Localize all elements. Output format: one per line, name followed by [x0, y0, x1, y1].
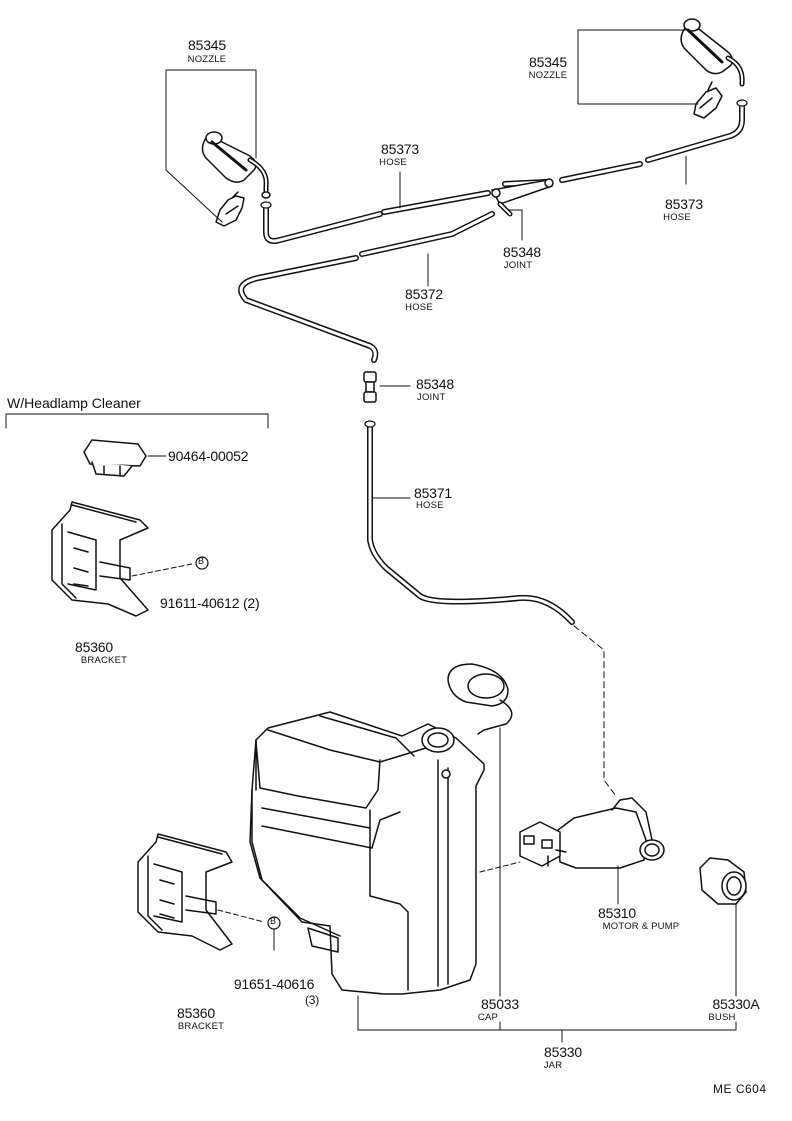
nozzle-left-name: NOZZLE [187, 54, 227, 65]
bracket-lower-part-number: 85360 [177, 1005, 215, 1021]
bolt-upper-part-number: 91611-40612 (2) [160, 595, 260, 611]
joint-lower-drawing [363, 371, 377, 403]
hose-85371-drawing [367, 422, 575, 625]
jar-part-number: 85330 [544, 1044, 582, 1060]
hose-85372-name: HOSE [405, 302, 433, 313]
bracket-upper-name: BRACKET [80, 655, 128, 666]
bracket-upper-drawing [51, 501, 149, 617]
jar-drawing [249, 711, 485, 995]
hose-85371-part-number: 85371 [414, 485, 452, 501]
nozzle-right-part-number: 85345 [529, 54, 567, 70]
hose-85373-left-name: HOSE [379, 157, 407, 168]
bracket-upper-part-number: 85360 [75, 639, 113, 655]
diagram-code: ME C604 [713, 1082, 767, 1096]
bush-name: BUSH [708, 1012, 736, 1023]
hose-85373-right-part-number: 85373 [665, 196, 703, 212]
motor-pump-drawing [519, 797, 665, 869]
bolt-marker-lower: B [270, 916, 277, 926]
hose-85372-part-number: 85372 [405, 286, 443, 302]
joint-lower-name: JOINT [417, 392, 446, 403]
leader-nozzle-right [577, 29, 699, 105]
hose-85373-right-name: HOSE [663, 212, 691, 223]
motor-pump-name: MOTOR & PUMP [602, 921, 680, 932]
bolt-lower-quantity: (3) [304, 993, 320, 1007]
nozzle-right-name: NOZZLE [528, 70, 568, 81]
hose-85372-drawing [238, 211, 495, 363]
bolt-marker-upper: B [198, 556, 205, 566]
section-label: W/Headlamp Cleaner [7, 395, 141, 411]
bush-part-number: 85330A [712, 996, 760, 1012]
jar-name: JAR [543, 1060, 563, 1071]
cap-part-number: 85033 [481, 996, 519, 1012]
joint-upper-drawing [491, 178, 554, 217]
joint-lower-part-number: 85348 [416, 376, 454, 392]
bolt-lower-part-number: 91651-40616 [233, 976, 315, 992]
joint-upper-name: JOINT [503, 260, 533, 271]
bracket-lower-drawing [137, 833, 233, 951]
joint-upper-part-number: 85348 [503, 244, 541, 260]
nozzle-right-drawing [680, 18, 745, 119]
bracket-lower-name: BRACKET [177, 1021, 225, 1032]
nozzle-left-part-number: 85345 [188, 37, 226, 53]
hose-85371-name: HOSE [416, 500, 444, 511]
bush-drawing [699, 857, 747, 905]
motor-pump-part-number: 85310 [598, 905, 636, 921]
clip-part-number: 90464-00052 [168, 448, 249, 464]
clip-drawing [83, 439, 147, 477]
leader-nozzle-left [165, 69, 257, 223]
cap-name: CAP [477, 1012, 499, 1023]
cap-drawing [447, 663, 513, 735]
nozzle-left-drawing [201, 131, 271, 227]
hose-85373-left-part-number: 85373 [381, 141, 419, 157]
